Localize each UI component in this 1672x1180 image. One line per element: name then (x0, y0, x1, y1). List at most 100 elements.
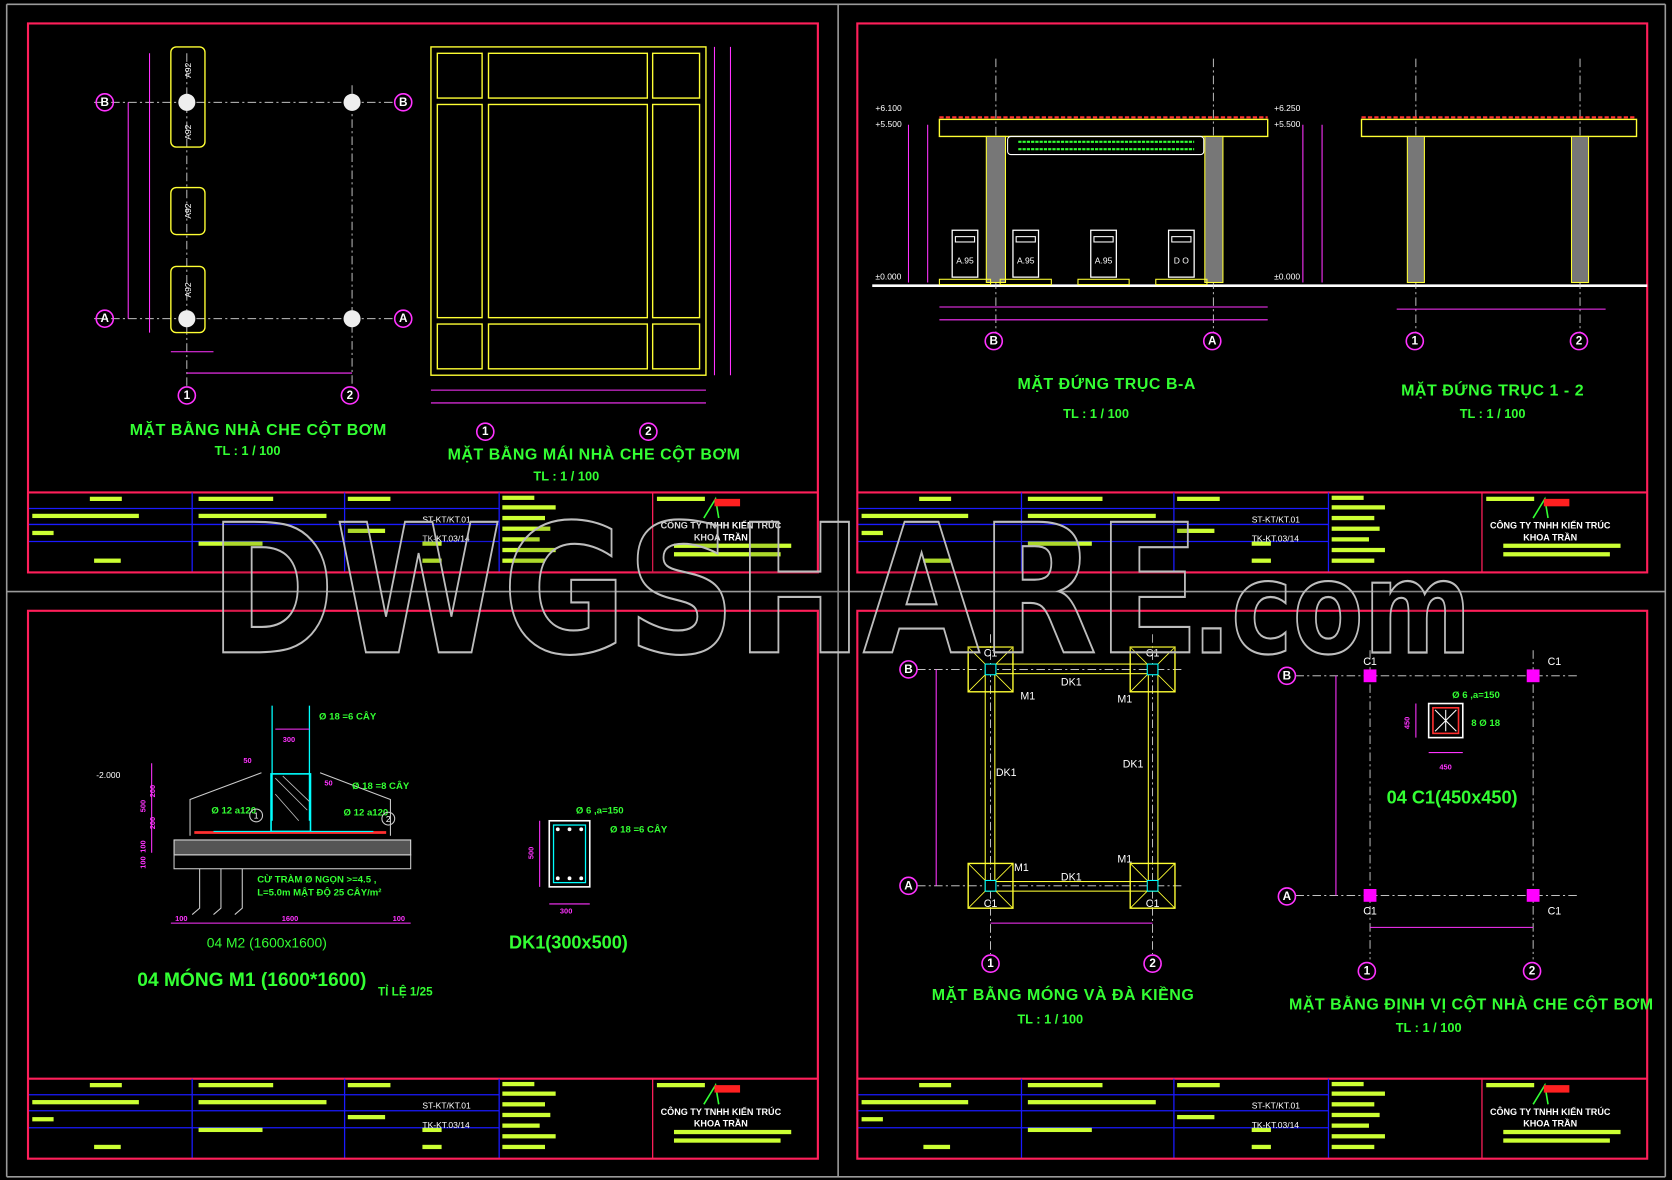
title-block-field (1331, 1091, 1385, 1096)
beam-section-dk1: 500 300 Ø 6 ,a=150 Ø 18 =6 CÂY (526, 805, 668, 915)
beam-label: DK1 (996, 767, 1017, 779)
title-block-field (198, 1100, 327, 1105)
column-c1: C1 (1363, 656, 1377, 683)
dimension-label: 50 (243, 756, 251, 765)
axis-label-2: 2 (645, 425, 652, 438)
pump-island (170, 46, 206, 148)
column-label: C1 (984, 898, 998, 910)
title-block-field (919, 1082, 952, 1088)
title-block-field (1331, 1144, 1375, 1150)
dimension-label: 300 (560, 907, 572, 916)
company-logo-mark (1543, 498, 1570, 507)
axis-label-b: B (904, 663, 912, 676)
title-block-field (923, 1144, 951, 1150)
beam-label: DK1 (1061, 676, 1082, 688)
title-block-field (1331, 515, 1375, 521)
title-block-field (1503, 1129, 1621, 1135)
company-logo-mark (1543, 1085, 1570, 1093)
title-block-field (347, 1082, 391, 1088)
company-name: CÔNG TY TNHH KIẾN TRÚC (661, 1106, 782, 1117)
company-name-line2: KHOA TRẦN (694, 1119, 748, 1129)
title-block-field (347, 496, 391, 501)
roof-plan-title: MẶT BẰNG MÁI NHÀ CHE CỘT BƠM (448, 444, 741, 463)
title-block-field (1027, 496, 1103, 501)
sheet-frame (26, 22, 819, 574)
rebar-note: Ø 18 =8 CÂY (352, 780, 410, 792)
pump-label: A.95 (956, 255, 974, 265)
drawing-code: TK-KT.03/14 (1252, 533, 1300, 543)
title-block-field (1177, 496, 1220, 501)
axis-label-b: B (1283, 669, 1291, 682)
column-circle (178, 310, 196, 328)
column-circle (178, 93, 196, 111)
sheet-frame (856, 22, 1649, 574)
footing-m1: C1 (967, 862, 1014, 910)
title-block-field (1027, 541, 1092, 546)
company-name-line2: KHOA TRẦN (694, 532, 748, 542)
footing-label: M1 (1117, 693, 1132, 705)
pump-label: A.95 (1017, 255, 1035, 265)
watermark-suffix: .com (1192, 534, 1471, 683)
column-label: C1 (1146, 648, 1160, 660)
dimension-label: 100 (138, 856, 147, 868)
sheet-1-plan: A92 A92 A92 A92 B B A A 1 2 1 2 MẶT BẰNG… (26, 22, 819, 574)
column-c1: C1 (1526, 656, 1562, 683)
plan-title: MẶT BẰNG NHÀ CHE CỘT BƠM (130, 420, 387, 439)
title-block-field (32, 530, 54, 536)
title-block-field (94, 1144, 121, 1150)
axis-label-b: B (399, 96, 407, 109)
sheet-frame (856, 609, 1649, 1160)
title-block-field (1177, 1082, 1220, 1088)
level-label: ±0.000 (875, 271, 901, 281)
axis-label-1: 1 (1412, 335, 1419, 348)
title-block-field (1503, 1138, 1610, 1143)
column-label: C1 (1548, 906, 1562, 918)
drawing-code: ST-KT/KT.01 (422, 1101, 471, 1111)
company-name-line2: KHOA TRẦN (1523, 532, 1577, 542)
title-block-field (502, 1081, 535, 1087)
company-name: CÔNG TY TNHH KIẾN TRÚC (1490, 520, 1611, 531)
drawing-code: TK-KT.03/14 (422, 533, 470, 543)
column-label: C1 (1548, 656, 1562, 668)
title-block-field (1331, 547, 1385, 553)
dimension-label: 100 (175, 914, 187, 923)
axis-label-1: 1 (184, 389, 191, 402)
title-block-field (1027, 1100, 1156, 1105)
plan-scale: TL : 1 / 100 (215, 443, 281, 458)
axis-label-a: A (1283, 890, 1292, 903)
foundation-plan-scale: TL : 1 / 100 (1017, 1011, 1083, 1026)
beam-title: DK1(300x500) (509, 933, 628, 953)
roof-plan-scale: TL : 1 / 100 (533, 469, 599, 484)
axis-label-1: 1 (987, 957, 994, 970)
title-block-field (673, 543, 792, 548)
column-section-title: 04 C1(450x450) (1387, 788, 1518, 808)
title-block-field (1027, 513, 1156, 519)
column-label: C1 (1146, 898, 1160, 910)
title-block-field (1331, 1102, 1375, 1107)
rebar-note: Ø 12 a120 (211, 805, 256, 816)
column-label: C1 (1363, 656, 1377, 668)
title-block-field (347, 1114, 386, 1120)
sheet-3-footing: -2.000 300 50 50 500 200 200 100 100 100… (26, 609, 819, 1160)
watermark: DWGSHARE .com (208, 486, 1472, 696)
level-label: -2.000 (96, 770, 120, 780)
axis-label-2: 2 (347, 389, 354, 402)
title-block-field (502, 515, 545, 521)
company-name: CÔNG TY TNHH KIẾN TRÚC (661, 520, 782, 531)
column-c1: C1 (1526, 888, 1562, 918)
title-block-field (1177, 1114, 1215, 1120)
drawing-code: TK-KT.03/14 (422, 1120, 470, 1130)
title-block-field (1027, 1127, 1092, 1133)
title-block-field (422, 1127, 442, 1133)
title-block-field (673, 1138, 781, 1143)
title-block-field (502, 1134, 556, 1139)
footing-label: M1 (1117, 853, 1132, 865)
title-block-field (502, 1144, 545, 1150)
footing-m1: C1 (1129, 646, 1176, 693)
title-block-field (502, 537, 540, 542)
dimension-label: 100 (393, 914, 405, 923)
column-plan-scale: TL : 1 / 100 (1396, 1020, 1462, 1035)
